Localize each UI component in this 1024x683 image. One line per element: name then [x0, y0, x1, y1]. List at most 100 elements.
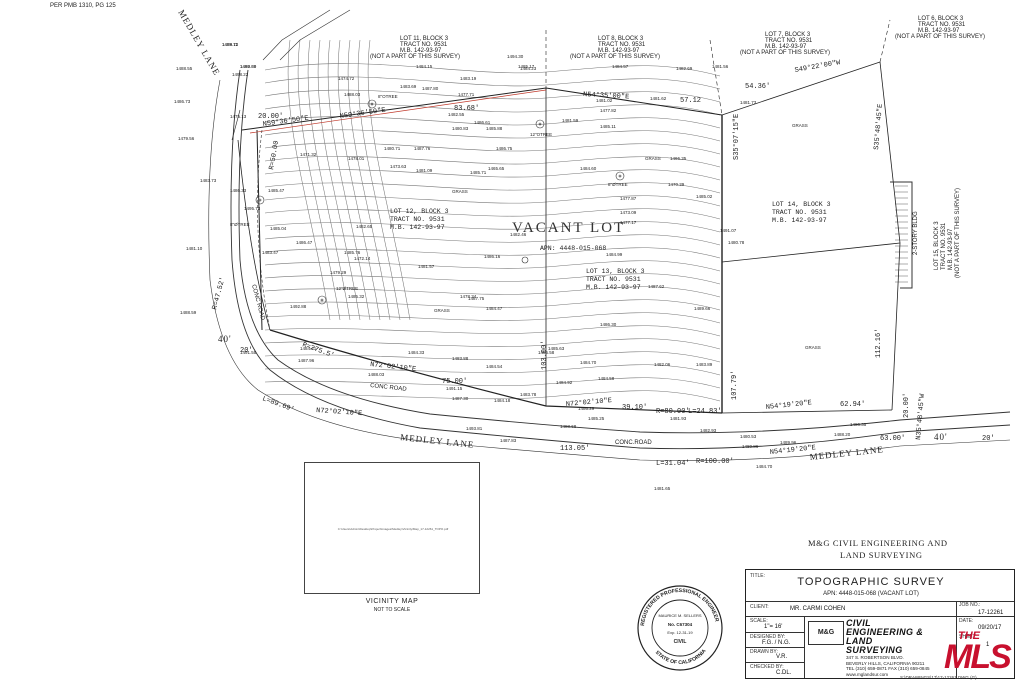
- svg-text:N35°48'45"W: N35°48'45"W: [914, 393, 927, 441]
- svg-text:N72°02'10"E: N72°02'10"E: [565, 396, 612, 409]
- tb-designed-label: DESIGNED BY:: [750, 634, 786, 640]
- apn-label: APN: 4448-015-068: [540, 245, 606, 252]
- svg-text:LOT 8, BLOCK 3: LOT 8, BLOCK 3: [598, 36, 644, 42]
- seal-civil: CIVIL: [674, 639, 687, 645]
- contour-line: [287, 39, 331, 321]
- medley-lane-label-east: MEDLEY LANE: [809, 444, 884, 462]
- tb-date: 09/20/17: [978, 625, 1002, 631]
- elevation-label: 1484.92: [556, 380, 573, 385]
- svg-text:S35°48'45"E: S35°48'45"E: [872, 103, 885, 150]
- contour-line: [264, 351, 721, 363]
- elevation-labels: 1489.731499.391488.551498.221474.721483.…: [174, 42, 867, 491]
- elevation-label: 1486.73: [174, 99, 191, 104]
- svg-text:112.16': 112.16': [875, 329, 883, 358]
- tb-vdivider: [804, 616, 805, 678]
- elevation-label: 1472.14: [354, 256, 371, 261]
- svg-text:(NOT A PART OF THIS SURVEY): (NOT A PART OF THIS SURVEY): [740, 50, 830, 56]
- elevation-label: 1485.32: [348, 294, 365, 299]
- vicinity-map-frame: C:\Users\Admin\Desktop\Project\images\Me…: [304, 462, 480, 594]
- tb-designed: F.G. / N.G.: [762, 640, 791, 646]
- lot-8-label: LOT 8, BLOCK 3 TRACT NO. 9531 M.B. 142-9…: [570, 36, 660, 60]
- medley-lane-label: MEDLEY LANE: [400, 432, 475, 450]
- svg-text:TRACT NO. 9531: TRACT NO. 9531: [586, 276, 641, 283]
- tb-job: 17-12261: [978, 610, 1004, 616]
- elevation-label: 1485.71: [470, 170, 487, 175]
- elevation-label: 1482.60: [240, 64, 257, 69]
- contour-line: [347, 39, 391, 321]
- svg-text:20.00': 20.00': [258, 113, 283, 121]
- vicinity-note: NOT TO SCALE: [373, 607, 411, 613]
- contour-line: [264, 208, 721, 220]
- svg-text:LOT 15, BLOCK 3: LOT 15, BLOCK 3: [934, 221, 940, 270]
- elevation-label: 1480.53: [740, 434, 757, 439]
- firm-name: CIVIL ENGINEERING & LAND SURVEYING: [846, 618, 924, 655]
- elevation-label: 1488.03: [368, 372, 385, 377]
- elevation-label: 1494.30: [507, 54, 524, 59]
- contour-line: [264, 299, 721, 311]
- mls-the: THE: [958, 630, 980, 642]
- tb-sheet-label: SHEET:: [959, 634, 977, 640]
- svg-text:M.B. 142-93-97: M.B. 142-93-97: [400, 48, 442, 54]
- engineer-seal: REGISTERED PROFESSIONAL ENGINEER STATE O…: [637, 585, 723, 671]
- elevation-label: 1495.73: [244, 206, 261, 211]
- tb-title-label: TITLE:: [750, 573, 766, 579]
- elevation-label: 1487.75: [468, 296, 485, 301]
- contour-line: [264, 182, 721, 194]
- elevation-label: 1485.25: [588, 416, 605, 421]
- svg-text:20': 20': [240, 347, 253, 355]
- elevation-label: 1473.63: [390, 164, 407, 169]
- svg-text:TRACT NO. 9531: TRACT NO. 9531: [918, 22, 966, 28]
- tb-divider: [746, 632, 804, 633]
- contour-line: [264, 286, 721, 298]
- elevation-label: 1484.99: [606, 252, 623, 257]
- elevation-label: 1498.22: [232, 72, 249, 77]
- tb-title: TOPOGRAPHIC SURVEY: [797, 576, 945, 588]
- elevation-label: 1483.69: [400, 84, 417, 89]
- svg-text:S35°07'15"E: S35°07'15"E: [732, 114, 741, 160]
- svg-text:12"OTREE: 12"OTREE: [530, 132, 552, 137]
- svg-text:40': 40': [934, 432, 948, 442]
- svg-text:8"ØTREE: 8"ØTREE: [230, 222, 250, 227]
- elevation-label: 1486.16: [484, 254, 501, 259]
- elevation-label: 1487.83: [500, 438, 517, 443]
- elevation-label: 1484.54: [486, 364, 503, 369]
- elevation-label: 1482.06: [654, 362, 671, 367]
- svg-text:8"OTREE: 8"OTREE: [378, 94, 398, 99]
- firm-address-2: BEVERLY HILLS, CALIFORNIA 90211: [846, 660, 925, 666]
- mls-text: MLS: [944, 638, 1012, 676]
- title-block: TITLE: TOPOGRAPHIC SURVEY APN: 4448-015-…: [745, 569, 1015, 679]
- svg-text:20.00': 20.00': [903, 393, 911, 418]
- svg-text:TRACT NO. 9531: TRACT NO. 9531: [598, 42, 646, 48]
- tb-divider: [746, 616, 1014, 617]
- vicinity-file-ref: C:\Users\Admin\Desktop\Project\images\Me…: [337, 527, 449, 531]
- svg-text:M.B. 142-93-97: M.B. 142-93-97: [948, 228, 954, 270]
- elevation-label: 1477.87: [620, 196, 637, 201]
- tb-sheet: 1: [986, 642, 990, 648]
- svg-text:113.05': 113.05': [560, 445, 589, 453]
- lot-7-label: LOT 7, BLOCK 3 TRACT NO. 9531 M.B. 142-9…: [740, 32, 830, 56]
- elevation-label: 1477.17: [620, 220, 637, 225]
- elevation-label: 1481.65: [654, 486, 671, 491]
- tb-scale: 1"= 16': [764, 624, 783, 630]
- svg-text:L=89.69': L=89.69': [261, 395, 295, 414]
- elevation-label: 1492.88: [290, 304, 307, 309]
- svg-text:N54°35'00"E: N54°35'00"E: [583, 90, 630, 101]
- tb-date-label: DATE:: [959, 618, 974, 624]
- elevation-label: 1482.55: [448, 112, 465, 117]
- elevation-label: 1486.58: [538, 350, 555, 355]
- svg-text:LOT 11, BLOCK 3: LOT 11, BLOCK 3: [400, 36, 449, 42]
- contour-line: [264, 76, 721, 90]
- contour-line: [264, 338, 721, 350]
- svg-text:83.68': 83.68': [454, 105, 479, 113]
- elevation-label: 1486.29: [578, 406, 595, 411]
- svg-text:R=80.00': R=80.00': [656, 408, 690, 416]
- tb-drawn-label: DRAWN BY:: [750, 649, 778, 655]
- tb-drawn: V.R.: [776, 654, 788, 660]
- contour-line: [264, 63, 721, 77]
- svg-text:L=24.83': L=24.83': [688, 408, 722, 416]
- tree-labels: 8"OTREE 12"OTREE 8"ØTREE 12"ØTREE 8"ØTRE…: [230, 94, 628, 291]
- svg-text:LOT 13, BLOCK 3: LOT 13, BLOCK 3: [586, 268, 645, 275]
- elevation-label: 1483.78: [520, 392, 537, 397]
- elevation-label: 1474.72: [338, 76, 355, 81]
